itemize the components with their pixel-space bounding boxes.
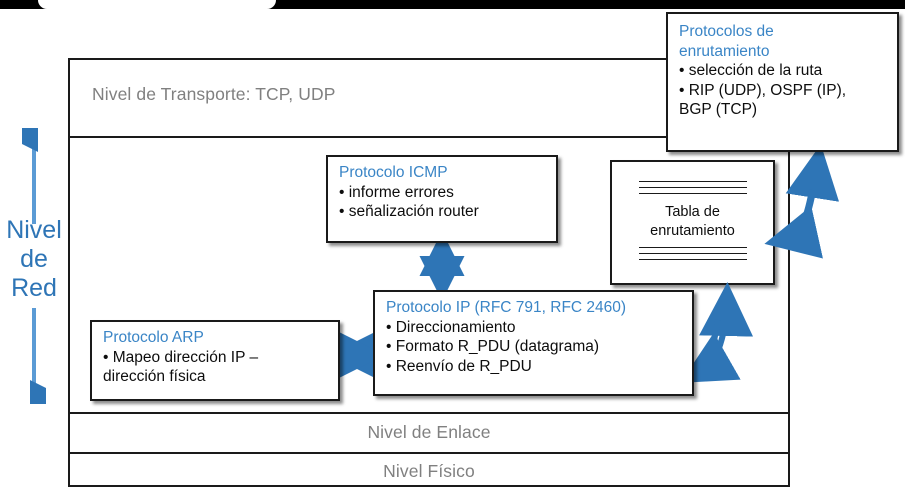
- doc-rule: [638, 186, 747, 188]
- top-black-bar: [0, 0, 905, 9]
- arp-box: Protocolo ARP • Mapeo dirección IP – dir…: [90, 320, 340, 401]
- routing-protocols-box: Protocolos de enrutamiento • selección d…: [666, 12, 899, 152]
- doc-rule: [638, 246, 747, 248]
- top-notch: [38, 0, 276, 9]
- doc-rules-bottom: [638, 246, 747, 265]
- doc-rule: [638, 252, 747, 254]
- transport-layer-label: Nivel de Transporte: TCP, UDP: [92, 84, 336, 104]
- network-layer-title: Nivel de Red: [4, 216, 64, 303]
- physical-layer-label: Nivel Físico: [383, 461, 475, 481]
- network-layer-title-line-3: Red: [11, 274, 57, 302]
- routing-protocols-item: BGP (TCP): [679, 101, 758, 118]
- icmp-title: Protocolo ICMP: [339, 164, 448, 181]
- link-layer-divider: [68, 452, 790, 454]
- routing-table-label: Tabla de enrutamiento: [650, 203, 735, 241]
- network-layer-divider: [68, 412, 790, 414]
- arp-item: dirección física: [103, 368, 206, 385]
- ip-item: • Reenvío de R_PDU: [386, 357, 532, 375]
- arp-item: • Mapeo dirección IP –: [103, 348, 259, 366]
- ip-box: Protocolo IP (RFC 791, RFC 2460) • Direc…: [373, 290, 694, 396]
- link-layer-label: Nivel de Enlace: [367, 422, 491, 442]
- icmp-item: • informe errores: [339, 183, 454, 201]
- icmp-item: • señalización router: [339, 203, 479, 220]
- routing-table-label-line-2: enrutamiento: [650, 222, 735, 239]
- doc-rules-top: [638, 180, 747, 199]
- network-layer-title-line-2: de: [20, 245, 48, 273]
- ip-item: • Formato R_PDU (datagrama): [386, 338, 600, 355]
- routing-protocols-title-line-1: Protocolos de: [679, 23, 774, 40]
- routing-table-box: Tabla de enrutamiento: [610, 160, 775, 285]
- icmp-box: Protocolo ICMP • informe errores • señal…: [326, 155, 558, 243]
- ip-item: • Direccionamiento: [386, 318, 516, 336]
- doc-rule: [638, 192, 747, 194]
- routing-protocols-item: • RIP (UDP), OSPF (IP),: [679, 81, 847, 99]
- network-layer-span-arrow-icon: [22, 128, 46, 404]
- doc-rule: [638, 180, 747, 182]
- routing-protocols-item: • selección de la ruta: [679, 62, 823, 79]
- network-layer-title-line-1: Nivel: [6, 216, 62, 244]
- arp-title: Protocolo ARP: [103, 329, 204, 346]
- routing-protocols-title-line-2: enrutamiento: [679, 42, 770, 60]
- doc-rule: [638, 258, 747, 260]
- routing-table-label-line-1: Tabla de: [665, 203, 720, 220]
- transport-layer-divider: [68, 136, 790, 138]
- ip-title: Protocolo IP (RFC 791, RFC 2460): [386, 299, 627, 316]
